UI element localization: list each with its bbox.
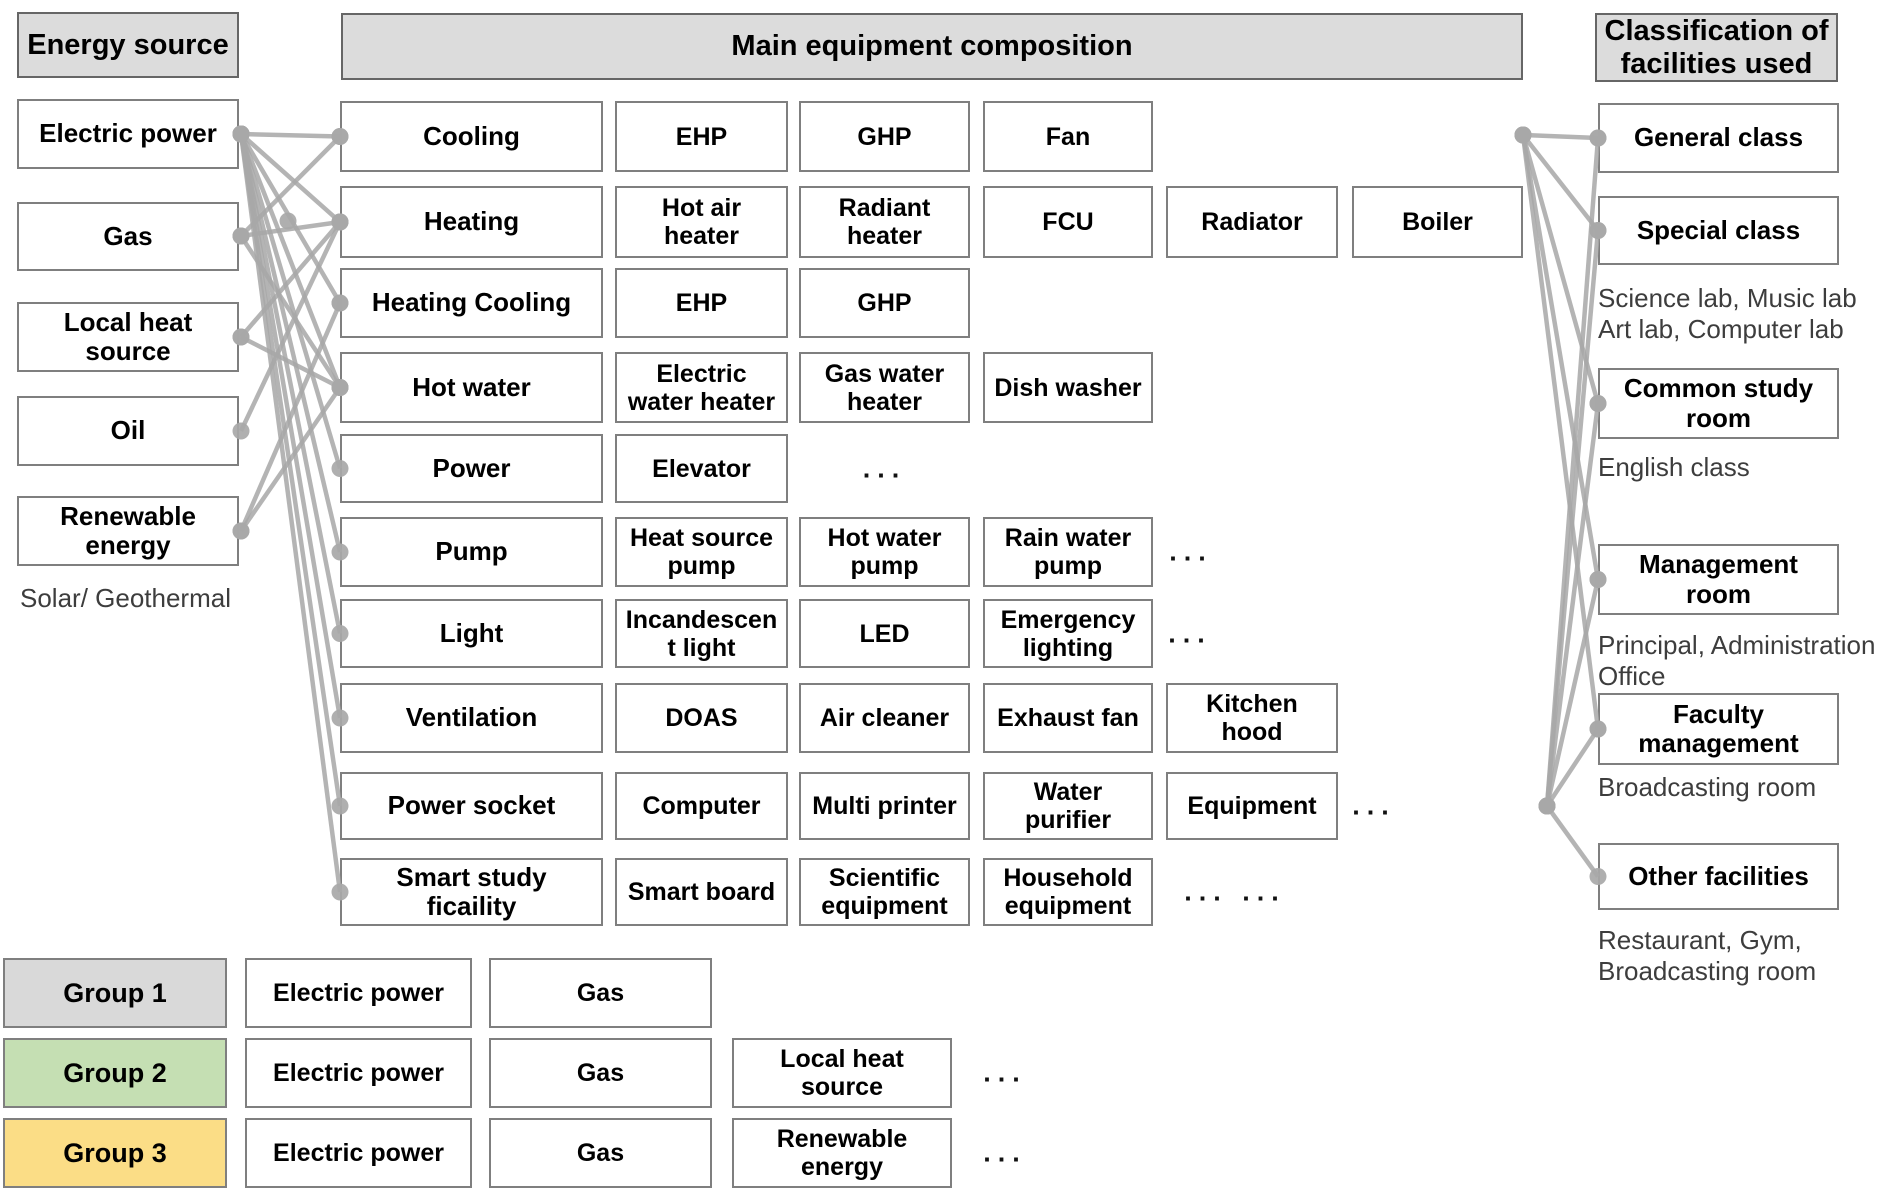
ellipsis-more-items: ... [983,1137,1027,1168]
ellipsis-more-items: ... [862,453,907,483]
solar-geothermal-note: Solar/ Geothermal [20,583,231,613]
equipment-box-incandescen-t-light: Incandescen t light [615,599,788,668]
group-energy-box-gas: Gas [489,958,712,1028]
ellipsis-more-items: ... [1168,618,1212,648]
equipment-box-led: LED [799,599,970,668]
equipment-box-ehp: EHP [615,268,788,338]
equipment-box-ghp: GHP [799,101,970,172]
group-energy-box-local-heat-source: Local heat source [732,1038,952,1108]
group-label-group-1: Group 1 [3,958,227,1028]
equipment-category-heating-cooling: Heating Cooling [340,268,603,338]
equipment-category-light: Light [340,599,603,668]
equipment-box-electric-water-heater: Electric water heater [615,352,788,423]
equipment-box-kitchen-hood: Kitchen hood [1166,683,1338,753]
group-label-group-2: Group 2 [3,1038,227,1108]
equipment-box-air-cleaner: Air cleaner [799,683,970,753]
equipment-box-radiant-heater: Radiant heater [799,186,970,258]
facility-note-management-room: Principal, Administration Office [1598,630,1876,691]
equipment-box-dish-washer: Dish washer [983,352,1153,423]
facility-box-special-class: Special class [1598,196,1839,265]
energy-source-header: Energy source [17,12,239,78]
facility-box-other-facilities: Other facilities [1598,843,1839,910]
equipment-box-elevator: Elevator [615,434,788,503]
equipment-box-heat-source-pump: Heat source pump [615,517,788,587]
equipment-category-power: Power [340,434,603,503]
group-energy-box-gas: Gas [489,1038,712,1108]
equipment-box-computer: Computer [615,772,788,840]
equipment-box-radiator: Radiator [1166,186,1338,258]
equipment-box-exhaust-fan: Exhaust fan [983,683,1153,753]
group-energy-box-electric-power: Electric power [245,1038,472,1108]
ellipsis-more-items: ... ... [1184,876,1286,907]
equipment-category-hot-water: Hot water [340,352,603,423]
equipment-category-pump: Pump [340,517,603,587]
equipment-box-boiler: Boiler [1352,186,1523,258]
ellipsis-more-items: ... [1169,536,1213,567]
equipment-box-hot-air-heater: Hot air heater [615,186,788,258]
main-equipment-header: Main equipment composition [341,13,1523,80]
ellipsis-more-items: ... [983,1057,1027,1088]
facility-box-management-room: Management room [1598,544,1839,615]
energy-box-renewable-energy: Renewable energy [17,496,239,566]
group-energy-box-electric-power: Electric power [245,958,472,1028]
equipment-box-fcu: FCU [983,186,1153,258]
equipment-category-heating: Heating [340,186,603,258]
facility-note-faculty-management: Broadcasting room [1598,772,1817,802]
group-energy-box-gas: Gas [489,1118,712,1188]
facility-box-common-study-room: Common study room [1598,368,1839,439]
facility-note-special-class: Science lab, Music lab Art lab, Computer… [1598,283,1857,344]
energy-box-electric-power: Electric power [17,99,239,169]
energy-box-local-heat-source: Local heat source [17,302,239,372]
equipment-box-scientific-equipment: Scientific equipment [799,858,970,926]
facility-note-common-study-room: English class [1598,452,1750,482]
group-energy-box-electric-power: Electric power [245,1118,472,1188]
equipment-category-ventilation: Ventilation [340,683,603,753]
equipment-box-equipment: Equipment [1166,772,1338,840]
equipment-box-fan: Fan [983,101,1153,172]
equipment-box-ehp: EHP [615,101,788,172]
equipment-box-ghp: GHP [799,268,970,338]
equipment-box-doas: DOAS [615,683,788,753]
group-energy-box-renewable-energy: Renewable energy [732,1118,952,1188]
equipment-box-household-equipment: Household equipment [983,858,1153,926]
equipment-category-smart-study-ficaility: Smart study ficaility [340,858,603,926]
group-label-group-3: Group 3 [3,1118,227,1188]
equipment-box-multi-printer: Multi printer [799,772,970,840]
energy-box-oil: Oil [17,396,239,466]
facility-box-faculty-management: Faculty management [1598,693,1839,765]
ellipsis-more-items: ... [1352,790,1396,821]
equipment-box-water-purifier: Water purifier [983,772,1153,840]
equipment-box-hot-water-pump: Hot water pump [799,517,970,587]
equipment-box-emergency-lighting: Emergency lighting [983,599,1153,668]
equipment-box-gas-water-heater: Gas water heater [799,352,970,423]
energy-box-gas: Gas [17,202,239,271]
facility-note-other-facilities: Restaurant, Gym, Broadcasting room [1598,925,1817,986]
facility-box-general-class: General class [1598,103,1839,173]
equipment-box-rain-water-pump: Rain water pump [983,517,1153,587]
equipment-box-smart-board: Smart board [615,858,788,926]
facilities-classification-header: Classification of facilities used [1595,13,1838,82]
equipment-category-power-socket: Power socket [340,772,603,840]
equipment-category-cooling: Cooling [340,101,603,172]
